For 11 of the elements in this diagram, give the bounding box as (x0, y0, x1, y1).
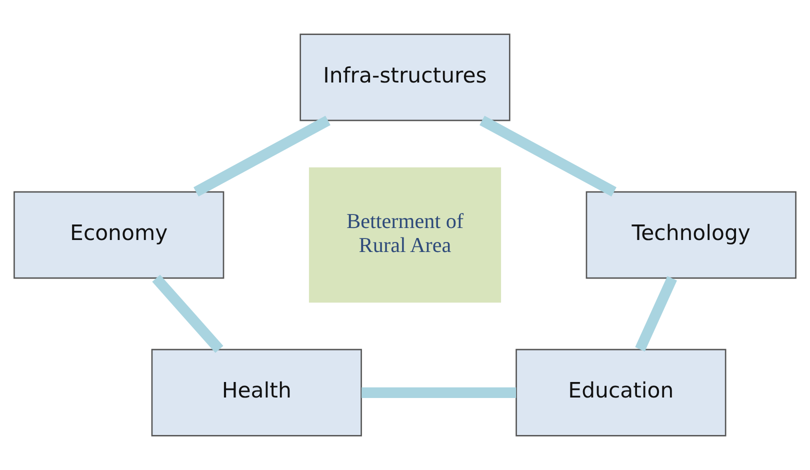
connector (635, 276, 677, 352)
connector (362, 387, 516, 398)
node-box: Health (151, 348, 362, 436)
connector (480, 116, 616, 197)
node-box: Education (516, 348, 726, 436)
node-box: Betterment of Rural Area (308, 167, 502, 303)
connector (152, 274, 224, 353)
node-box: Technology (586, 191, 796, 279)
node-box: Infra-structures (300, 34, 510, 122)
node-box: Economy (14, 191, 224, 279)
connector (194, 116, 330, 197)
